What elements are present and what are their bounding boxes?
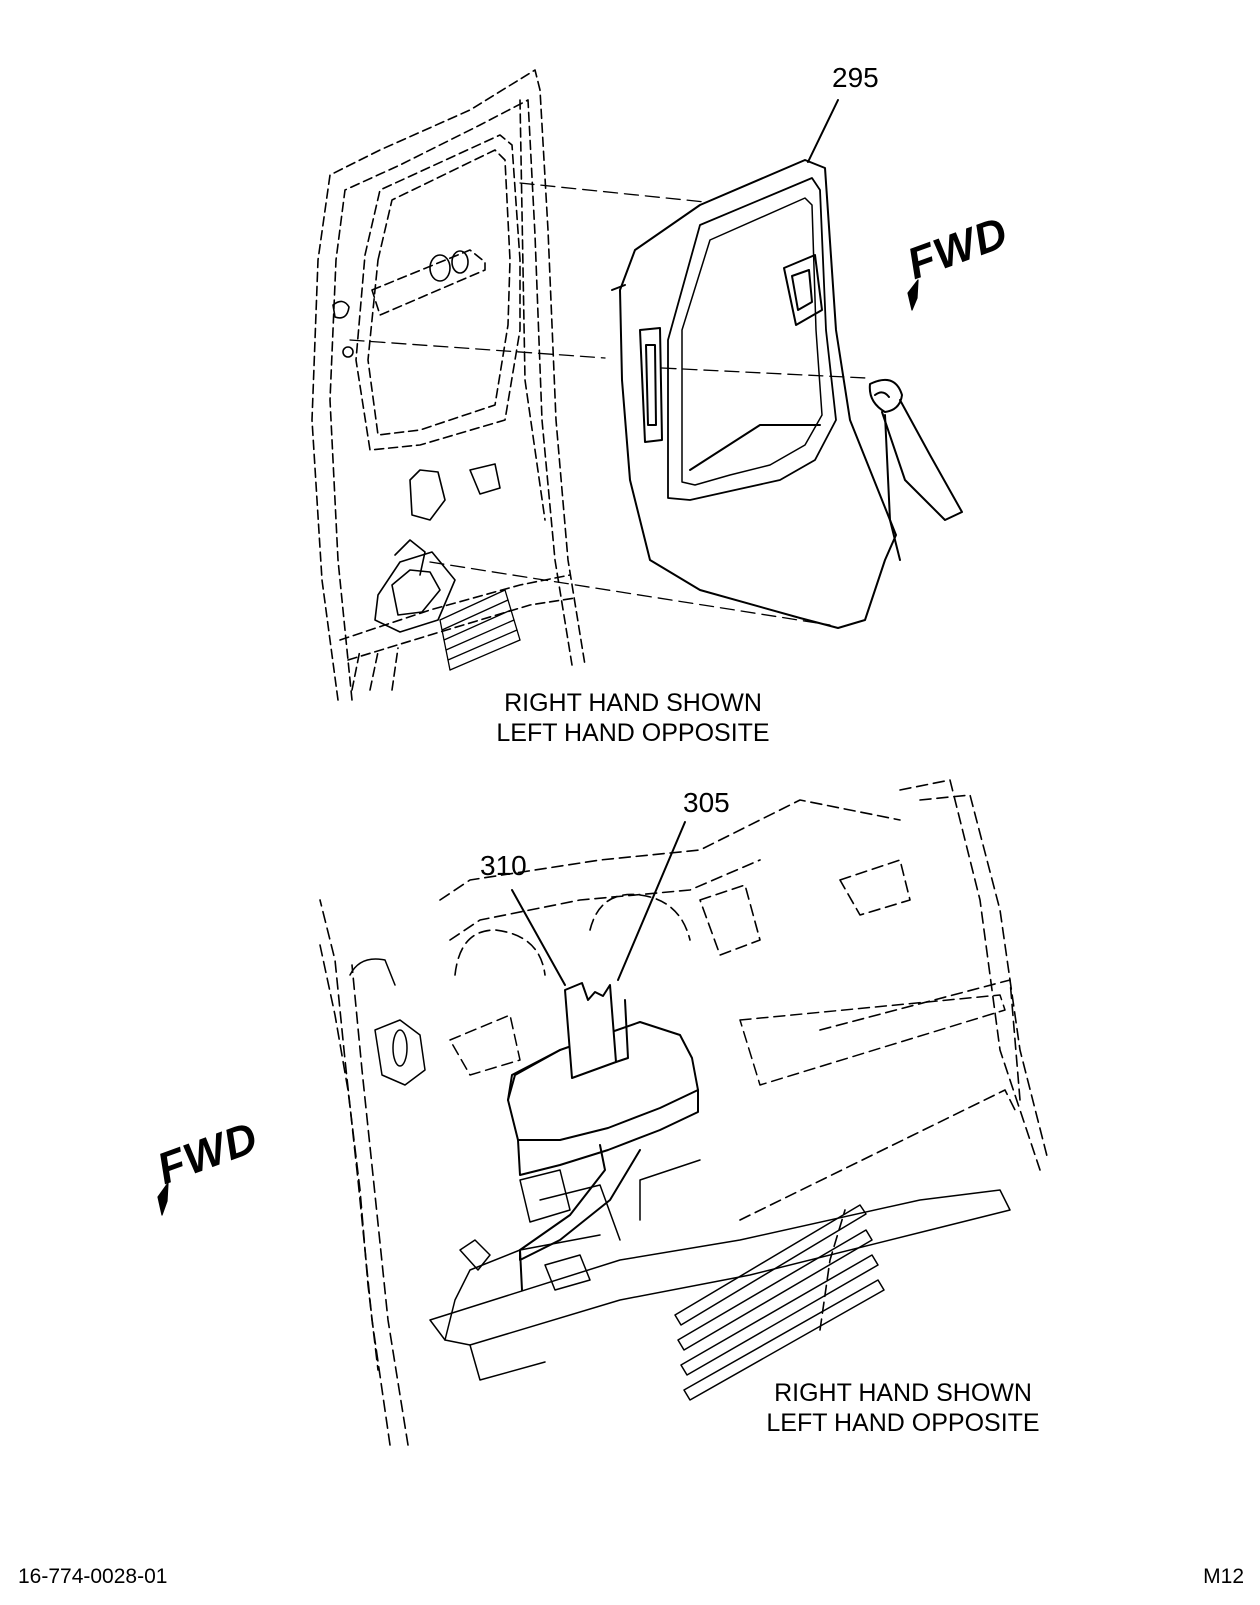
caption-top-line2: LEFT HAND OPPOSITE [496, 719, 770, 747]
leader-310 [511, 889, 566, 986]
callout-310: 310 [480, 850, 527, 881]
caption-top-line1: RIGHT HAND SHOWN [504, 689, 762, 717]
top-vent-grille [439, 589, 521, 671]
bottom-step-grille [674, 1204, 885, 1401]
callout-305: 305 [683, 787, 730, 818]
top-door-frame [311, 69, 586, 701]
leader-295 [807, 99, 839, 163]
page-code: M12 [1203, 1565, 1244, 1588]
caption-bottom-line2: LEFT HAND OPPOSITE [766, 1409, 1040, 1437]
bottom-door-frame [319, 779, 1049, 1446]
caption-top: RIGHT HAND SHOWN LEFT HAND OPPOSITE [478, 688, 788, 748]
bracket-assembly [507, 1021, 699, 1291]
trim-panel-295 [611, 159, 963, 629]
tag-310 [564, 982, 629, 1079]
top-explosion-lines [349, 182, 867, 626]
bottom-door-hardware [349, 958, 1011, 1381]
top-door-lower [339, 574, 576, 691]
caption-bottom: RIGHT HAND SHOWN LEFT HAND OPPOSITE [748, 1378, 1058, 1438]
leader-305 [617, 821, 686, 981]
fwd-arrow-top [907, 279, 919, 311]
drawing-number: 16-774-0028-01 [18, 1565, 168, 1588]
top-door-hardware [332, 250, 501, 633]
callout-295: 295 [832, 62, 879, 93]
fwd-arrow-bottom [157, 1182, 169, 1216]
caption-bottom-line1: RIGHT HAND SHOWN [774, 1379, 1032, 1407]
